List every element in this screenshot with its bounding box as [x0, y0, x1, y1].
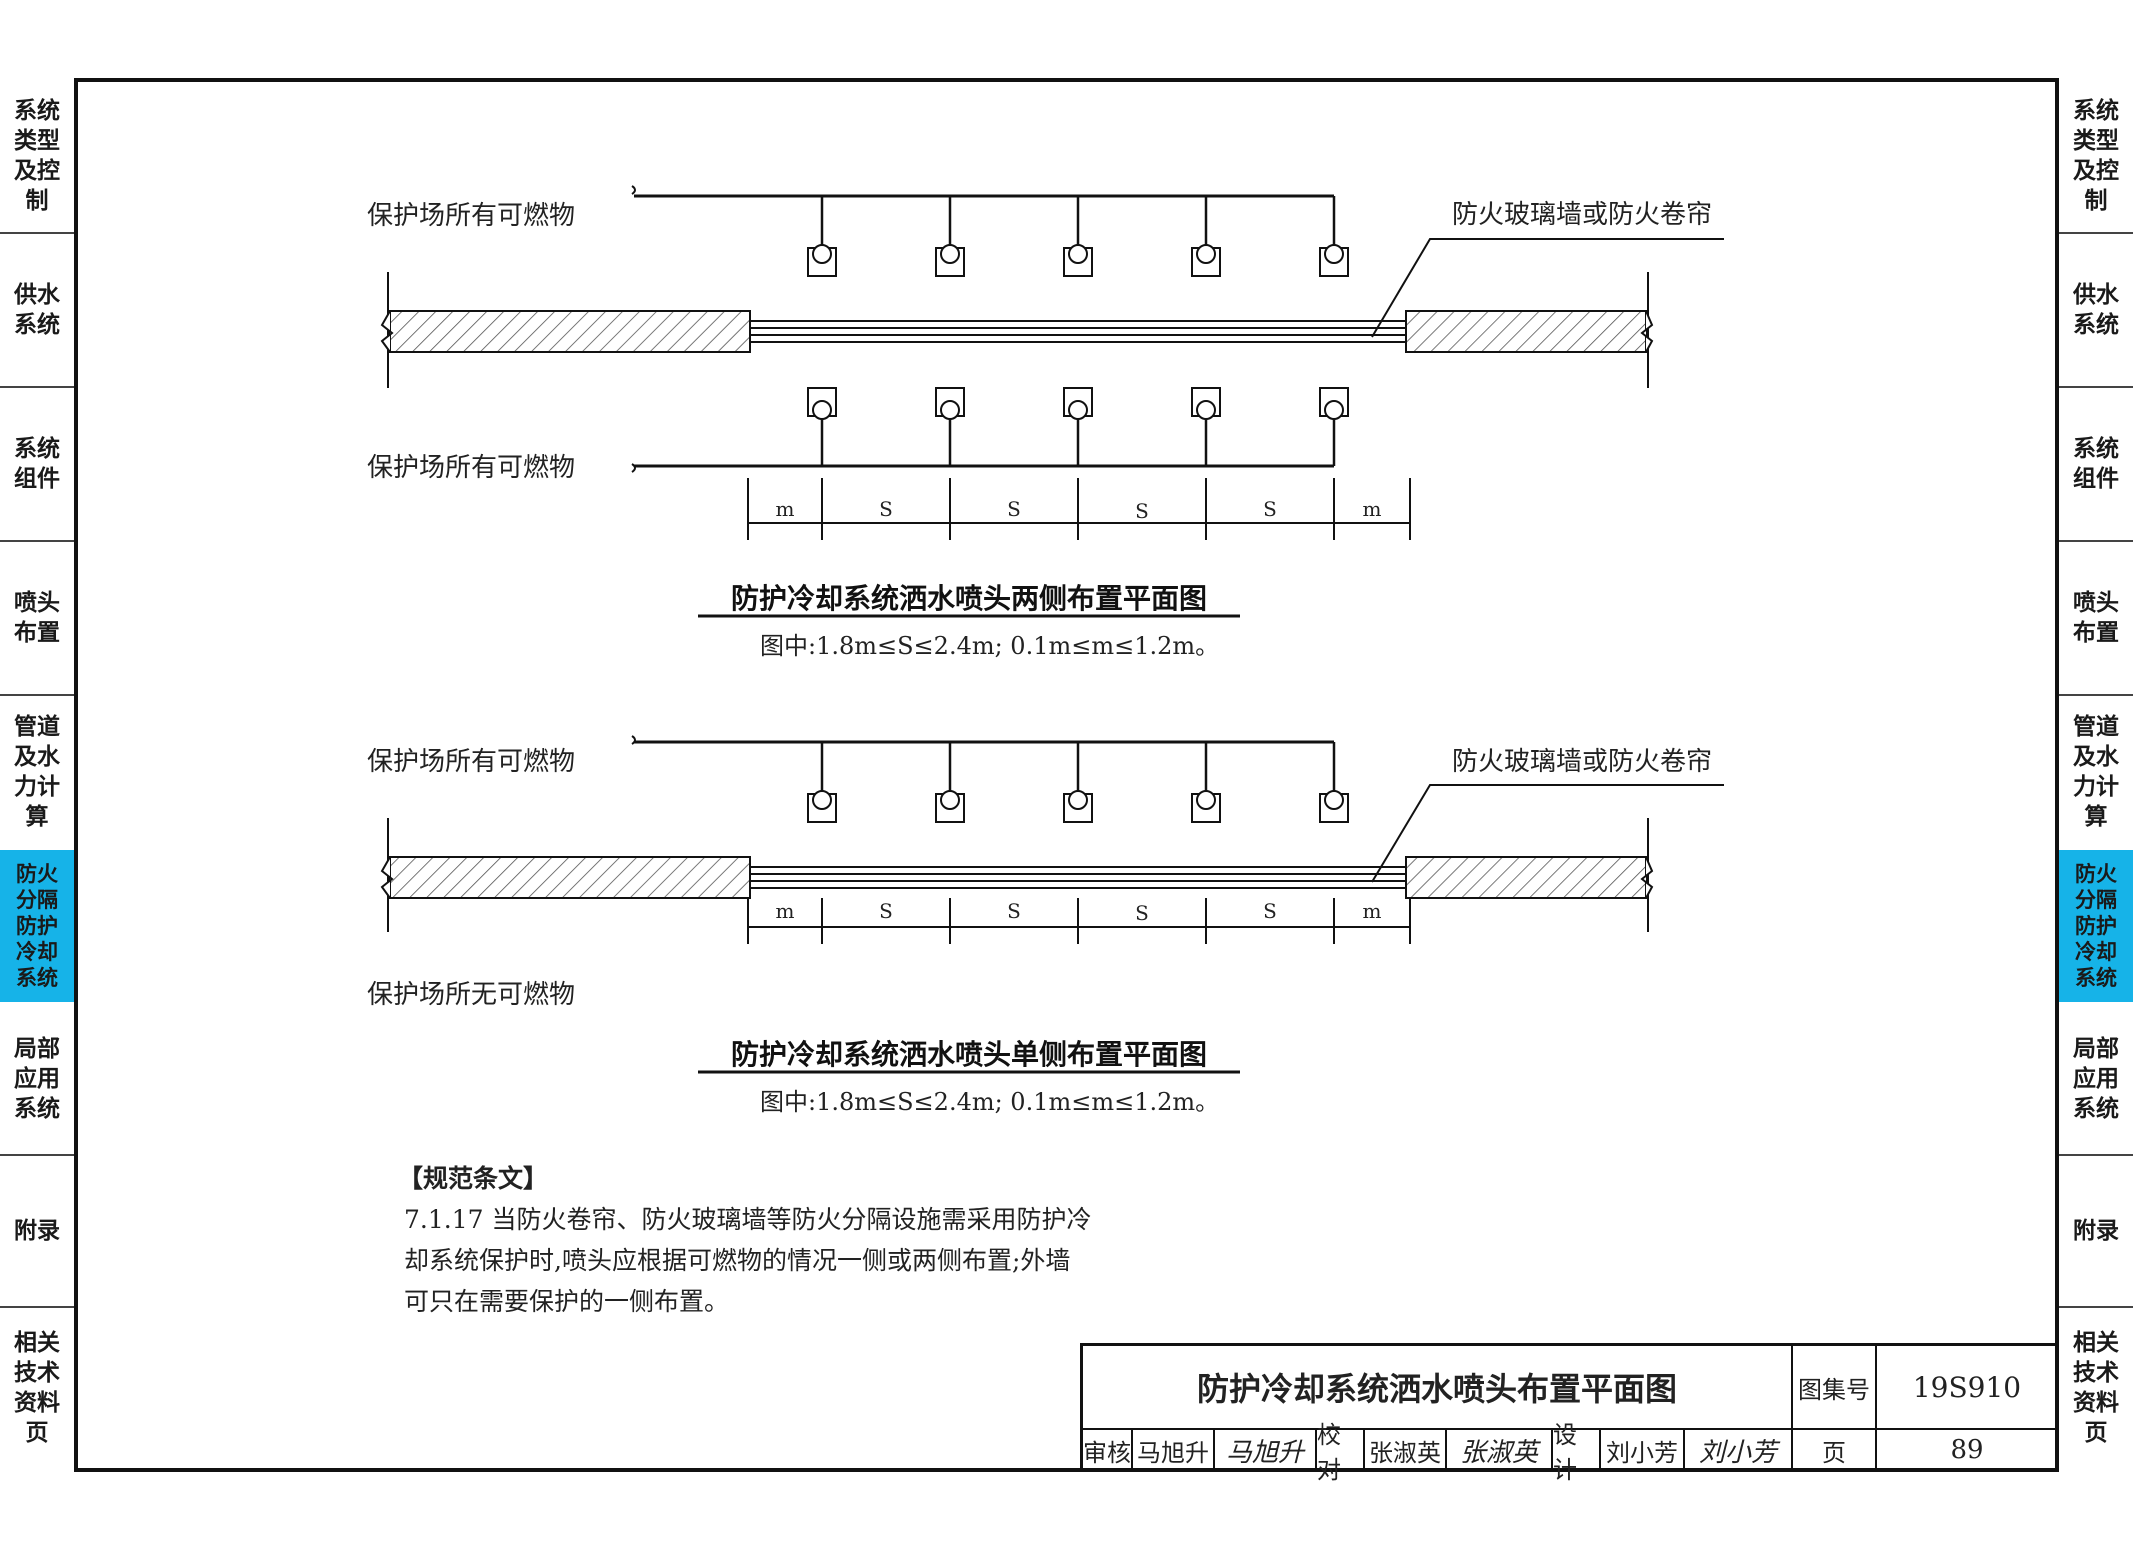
tab-label: 系统类型及控制: [2073, 98, 2119, 214]
dim-m: m: [776, 497, 795, 521]
tab-fire-separation-active[interactable]: 防火分隔防护冷却系统: [0, 850, 74, 1002]
fire-wall-band: [380, 272, 1654, 388]
tab-label: 供水系统: [14, 282, 60, 338]
dim-s: S: [879, 497, 893, 521]
design-signature: 刘小芳: [1698, 1437, 1777, 1468]
tab-label: 防火分隔防护冷却系统: [16, 862, 58, 990]
tab-related-info[interactable]: 相关技术资料页: [2059, 1308, 2133, 1468]
page-number: 89: [1950, 1435, 1984, 1465]
tab-label: 附录: [14, 1218, 60, 1244]
clause-line: 却系统保护时,喷头应根据可燃物的情况一侧或两侧布置;外墙: [404, 1246, 1071, 1275]
atlas-label: 图集号: [1798, 1375, 1870, 1404]
dim-s: S: [1007, 899, 1021, 923]
top-sprinkler-branch: [631, 185, 1349, 277]
drawing-title: 防护冷却系统洒水喷头布置平面图: [1196, 1370, 1677, 1408]
design-label: 设计: [1553, 1421, 1577, 1484]
check-label: 校对: [1317, 1421, 1341, 1484]
tab-label: 系统组件: [14, 436, 60, 492]
label-top-combustible: 保护场所有可燃物: [367, 747, 575, 777]
tab-components[interactable]: 系统组件: [2059, 388, 2133, 540]
clause-line: 7.1.17 当防火卷帘、防火玻璃墙等防火分隔设施需采用防护冷: [404, 1205, 1092, 1234]
dim-s: S: [879, 899, 893, 923]
clause-heading: 【规范条文】: [398, 1164, 549, 1193]
diagram-one-sided: 保护场所有可燃物 保护场所无可燃物 防火玻璃墙或防火卷帘: [367, 735, 1724, 1116]
label-bottom-combustible: 保护场所有可燃物: [367, 453, 575, 483]
tab-label: 局部应用系统: [2073, 1036, 2119, 1122]
left-tab-column: 系统类型及控制 供水系统 系统组件 喷头布置 管道及水力计算 防火分隔防护冷却系…: [0, 80, 74, 1470]
label-wall: 防火玻璃墙或防火卷帘: [1452, 747, 1712, 777]
review-name: 马旭升: [1137, 1438, 1209, 1467]
review-label: 审核: [1083, 1438, 1131, 1467]
dim-s: S: [1135, 499, 1149, 523]
review-signature: 马旭升: [1225, 1437, 1304, 1468]
label-bottom-non-combustible: 保护场所无可燃物: [367, 980, 575, 1010]
diagram1-title: 防护冷却系统洒水喷头两侧布置平面图: [731, 582, 1207, 615]
dim-m: m: [776, 899, 795, 923]
tab-system-type[interactable]: 系统类型及控制: [2059, 80, 2133, 232]
title-block: 防护冷却系统洒水喷头布置平面图 图集号 19S910 页 89 审核 马旭升 马…: [1080, 1343, 2057, 1484]
dim-s: S: [1135, 901, 1149, 925]
tab-related-info[interactable]: 相关技术资料页: [0, 1308, 74, 1468]
tab-label: 局部应用系统: [14, 1036, 60, 1122]
tab-local-application[interactable]: 局部应用系统: [2059, 1004, 2133, 1154]
tab-label: 相关技术资料页: [14, 1330, 60, 1446]
drawing-frame: [74, 78, 2059, 1472]
tab-local-application[interactable]: 局部应用系统: [0, 1004, 74, 1154]
bottom-sprinkler-branch: [631, 387, 1349, 473]
tab-label: 供水系统: [2073, 282, 2119, 338]
tab-water-supply[interactable]: 供水系统: [2059, 234, 2133, 386]
tab-appendix[interactable]: 附录: [0, 1156, 74, 1306]
tab-label: 附录: [2073, 1218, 2119, 1244]
clause-line: 可只在需要保护的一侧布置。: [404, 1287, 730, 1316]
wall-leader-line: [1371, 784, 1724, 883]
label-wall: 防火玻璃墙或防火卷帘: [1452, 200, 1712, 230]
check-signature: 张淑英: [1459, 1437, 1538, 1468]
page-label: 页: [1822, 1438, 1846, 1467]
tab-label: 相关技术资料页: [2073, 1330, 2119, 1446]
dim-m: m: [1363, 497, 1382, 521]
tab-piping[interactable]: 管道及水力计算: [0, 696, 74, 848]
dim-s: S: [1263, 899, 1277, 923]
tab-label: 防火分隔防护冷却系统: [2075, 862, 2117, 990]
diagram1-note: 图中:1.8m≤S≤2.4m; 0.1m≤m≤1.2m。: [760, 632, 1219, 660]
tab-sprinkler-layout[interactable]: 喷头布置: [2059, 542, 2133, 694]
diagram2-note: 图中:1.8m≤S≤2.4m; 0.1m≤m≤1.2m。: [760, 1088, 1219, 1116]
right-tab-column: 系统类型及控制 供水系统 系统组件 喷头布置 管道及水力计算 防火分隔防护冷却系…: [2059, 80, 2133, 1470]
dimension-line-2: m S S S S m: [747, 898, 1411, 944]
diagram-two-sided: 保护场所有可燃物 保护场所有可燃物 防火玻璃墙或防火卷帘: [367, 185, 1724, 660]
tab-piping[interactable]: 管道及水力计算: [2059, 696, 2133, 848]
code-clause: 【规范条文】 7.1.17 当防火卷帘、防火玻璃墙等防火分隔设施需采用防护冷 却…: [398, 1158, 1224, 1322]
tab-label: 管道及水力计算: [2073, 714, 2119, 830]
sprinkler-layout-drawing: 保护场所有可燃物 保护场所有可燃物 防火玻璃墙或防火卷帘: [367, 185, 1724, 1116]
tab-fire-separation-active[interactable]: 防火分隔防护冷却系统: [2059, 850, 2133, 1002]
tab-label: 喷头布置: [2073, 590, 2119, 646]
top-sprinkler-branch: [631, 735, 1349, 823]
tab-system-type[interactable]: 系统类型及控制: [0, 80, 74, 232]
label-top-combustible: 保护场所有可燃物: [367, 201, 575, 231]
tab-sprinkler-layout[interactable]: 喷头布置: [0, 542, 74, 694]
tab-label: 系统组件: [2073, 436, 2119, 492]
tab-label: 管道及水力计算: [14, 714, 60, 830]
design-name: 刘小芳: [1606, 1438, 1678, 1467]
wall-leader-line: [1371, 238, 1724, 338]
dim-m: m: [1363, 899, 1382, 923]
dimension-line-1: m S S S S m: [747, 478, 1411, 540]
dim-s: S: [1263, 497, 1277, 521]
dim-s: S: [1007, 497, 1021, 521]
atlas-number: 19S910: [1912, 1370, 2022, 1404]
tab-water-supply[interactable]: 供水系统: [0, 234, 74, 386]
tab-appendix[interactable]: 附录: [2059, 1156, 2133, 1306]
tab-label: 系统类型及控制: [14, 98, 60, 214]
check-name: 张淑英: [1369, 1438, 1441, 1467]
fire-wall-band: [380, 818, 1654, 932]
tab-components[interactable]: 系统组件: [0, 388, 74, 540]
diagram2-title: 防护冷却系统洒水喷头单侧布置平面图: [731, 1038, 1207, 1071]
tab-label: 喷头布置: [14, 590, 60, 646]
